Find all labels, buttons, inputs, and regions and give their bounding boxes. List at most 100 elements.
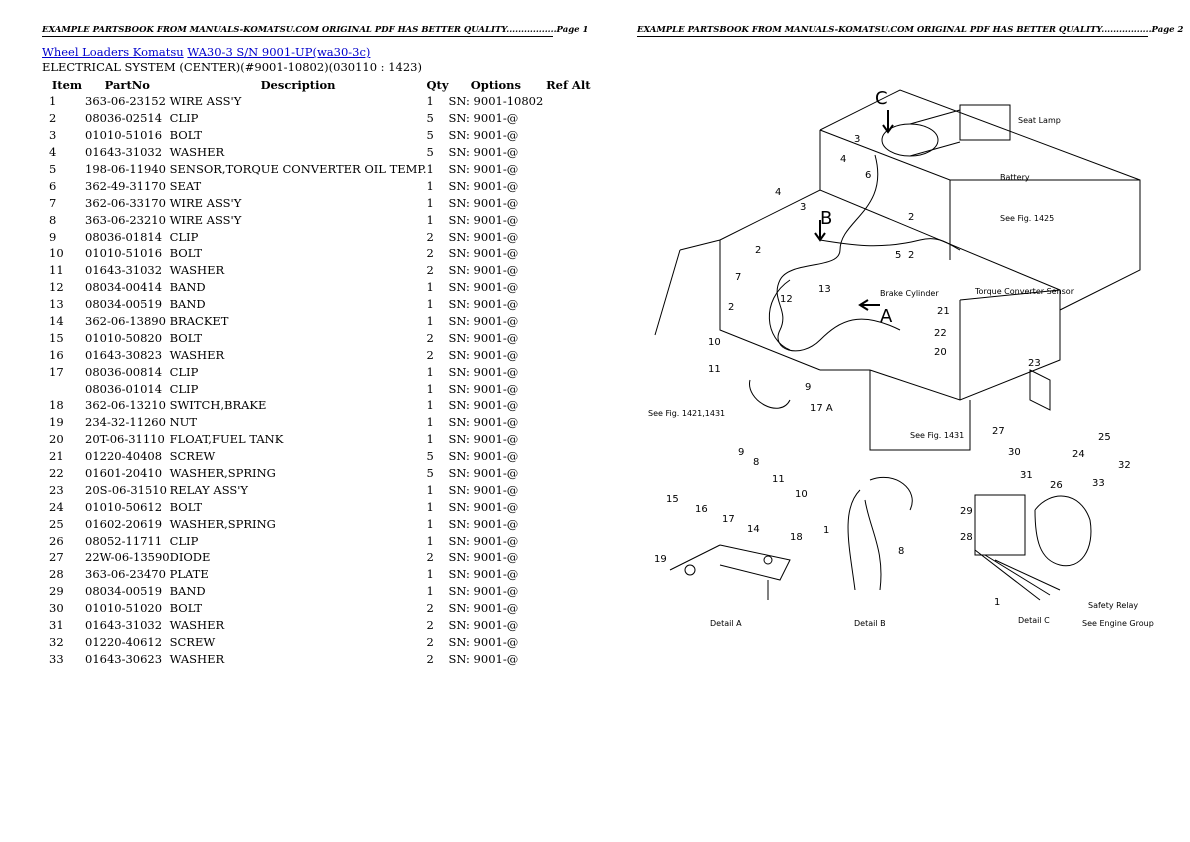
page2-header: EXAMPLE PARTSBOOK FROM MANUALS-KOMATSU.C… [637,25,1184,37]
diagram-label-detail-a: Detail A [710,619,742,628]
cell-item: 15 [49,330,64,345]
cell-description: BOLT [169,128,203,143]
cell-item: 11 [49,263,64,278]
cell-refalt [543,380,593,397]
cell-options: SN: 9001-@ [448,381,519,396]
cell-options: SN: 9001-@ [448,347,519,362]
cell-partno: 01010-50612 [85,499,163,514]
diagram-callout-15: 15 [666,494,679,505]
diagram-callout-28: 28 [960,532,973,543]
cell-refalt [543,650,593,667]
cell-description: WASHER [169,618,225,633]
diagram-callout-16: 16 [695,504,708,515]
diagram-callout-5: 5 [895,250,901,261]
cell-description: WASHER,SPRING [169,466,276,481]
cell-refalt [543,465,593,482]
cell-description: CLIP [169,364,199,379]
cell-description: SWITCH,BRAKE [169,398,267,413]
cell-description: BOLT [169,246,203,261]
cell-qty: 1 [426,162,434,176]
cell-refalt [543,110,593,127]
cell-qty: 1 [426,415,434,430]
diagram-callout-27: 27 [992,426,1005,437]
cell-qty: 1 [426,381,434,396]
cell-qty: 2 [426,618,434,633]
diagram-callout-20: 20 [934,347,947,358]
cell-description: BRACKET [169,314,229,329]
cell-options: SN: 9001-@ [448,482,519,497]
col-header-partno: PartNo [104,77,150,92]
cell-options: SN: 9001-@ [448,584,519,599]
cell-options: SN: 9001-@ [448,246,519,261]
cell-partno: 01643-31032 [85,263,163,278]
diagram-label-brake-cylinder: Brake Cylinder [880,289,939,298]
cell-refalt [543,279,593,296]
diagram-callout-10: 10 [708,337,721,348]
cell-partno: 01643-30823 [85,347,163,362]
cell-refalt [543,583,593,600]
cell-refalt [543,397,593,414]
cell-partno: 20T-06-31110 [85,432,165,447]
cell-options: SN: 9001-@ [448,533,519,548]
diagram-callout-3: 3 [854,134,860,145]
diagram-callout-19: 19 [654,554,667,565]
cell-item: 23 [49,482,64,497]
parts-table: Item PartNo Description Qty Options Ref … [42,76,593,667]
cell-qty: 1 [426,364,434,379]
cell-qty: 1 [426,584,434,599]
cell-refalt [543,634,593,651]
cell-item: 6 [49,178,57,193]
cell-refalt [543,177,593,194]
cell-description: BAND [169,297,206,312]
diagram-callout-18: 18 [790,532,803,543]
cell-description: WIRE ASS'Y [169,212,242,227]
breadcrumb-link-brand[interactable]: Wheel Loaders Komatsu [42,45,184,59]
cell-item: 30 [49,601,64,616]
cell-partno: 01601-20410 [85,466,163,481]
cell-partno: 363-06-23210 [85,212,166,227]
cell-item: 17 [49,364,64,379]
cell-options: SN: 9001-@ [448,601,519,616]
cell-description: WASHER [169,347,225,362]
cell-options: SN: 9001-@ [448,567,519,582]
cell-item: 1 [49,94,57,109]
cell-qty: 2 [426,263,434,278]
diagram-callout-3b: 3 [800,202,806,213]
cell-partno: 362-06-13210 [85,398,166,413]
cell-qty: 1 [426,533,434,548]
cell-qty: 1 [426,398,434,413]
cell-refalt [543,481,593,498]
cell-item: 7 [49,195,57,210]
diagram-callout-8b: 8 [753,457,759,468]
cell-item: 4 [49,145,57,160]
cell-item: 3 [49,128,57,143]
diagram-label-see-engine: See Engine Group [1082,619,1154,628]
cell-item: 24 [49,499,64,514]
diagram-callout-12: 12 [780,294,793,305]
diagram-label-torque-sensor: Torque Converter Sensor [974,287,1075,296]
cell-description: CLIP [169,381,199,396]
col-header-options: Options [470,77,522,92]
cell-partno: 01643-31032 [85,618,163,633]
diagram-label-detail-b: Detail B [854,619,886,628]
cell-qty: 1 [426,195,434,210]
cell-options: SN: 9001-@ [448,330,519,345]
cell-description: BOLT [169,499,203,514]
cell-description: RELAY ASS'Y [169,482,248,497]
breadcrumb-link-model[interactable]: WA30-3 S/N 9001-UP(wa30-3c) [187,45,371,59]
cell-item: 25 [49,516,64,531]
cell-partno: 20S-06-31510 [85,482,167,497]
diagram-callout-10b: 10 [795,489,808,500]
